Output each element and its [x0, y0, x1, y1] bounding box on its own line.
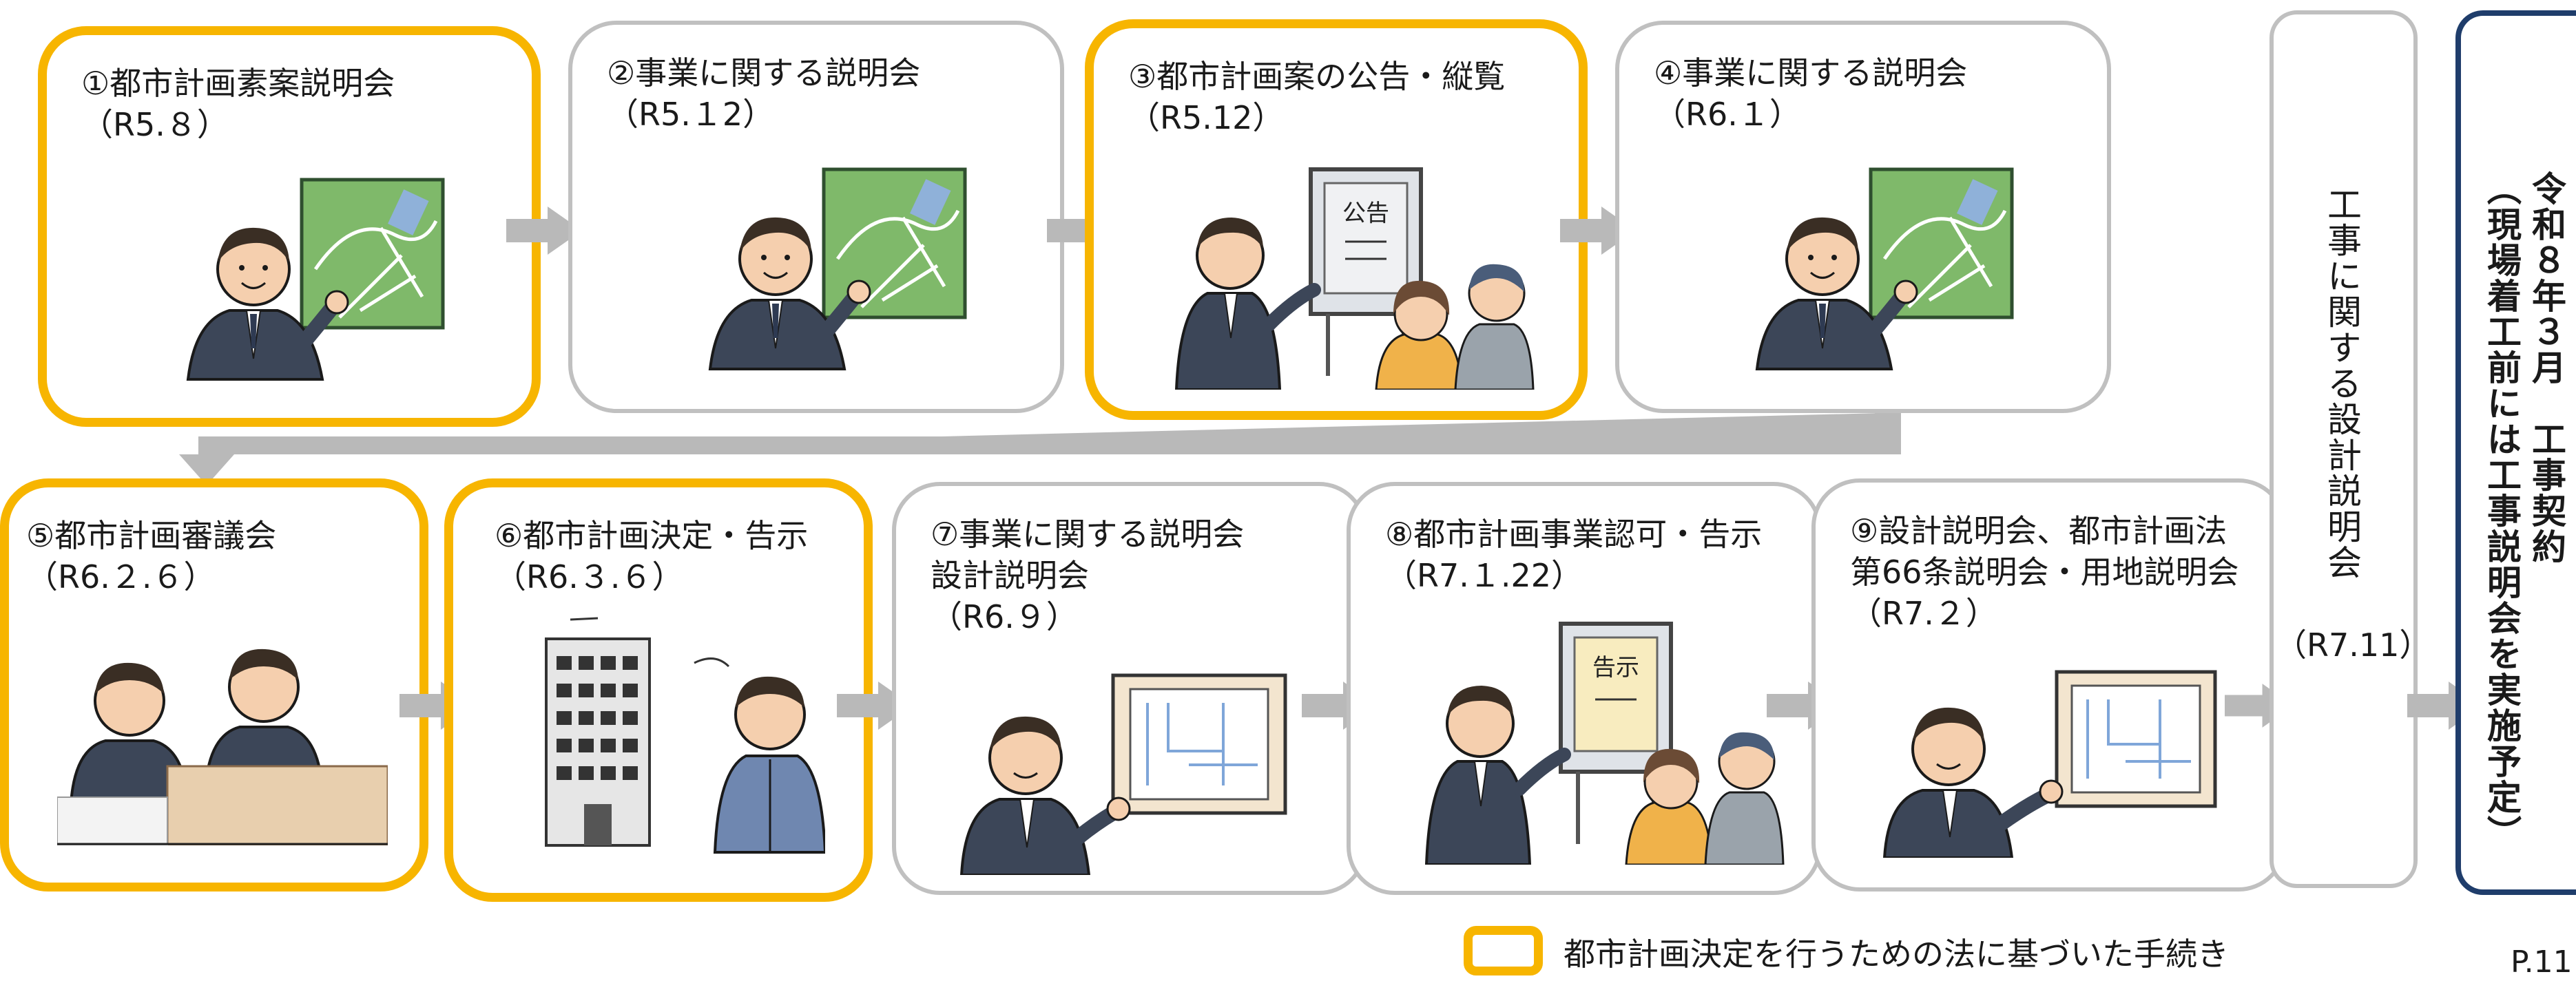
step-title-3: ③都市計画案の公告・縦覧 （R5.12） — [1128, 58, 1506, 136]
page-number: P.11 — [2511, 945, 2573, 980]
step-title-5: ⑤都市計画審議会 （R6.２.６） — [26, 517, 277, 595]
design-meeting-card: 工事に関する設計説明会 （R7.11） — [2269, 10, 2431, 888]
presenter-plan-illustration — [1882, 670, 2217, 858]
notice-board-illustration: 告示 — [1424, 622, 1785, 865]
building-illustration — [545, 617, 825, 854]
step-title-8: ⑧都市計画事業認可・告示 （R7.１.22） — [1385, 516, 1763, 594]
step-card-1: ①都市計画素案説明会 （R5.８） — [38, 26, 541, 427]
step-card-4: ④事業に関する説明会 （R6.１） — [1615, 21, 2111, 413]
notice-sign-text: 公告 — [1342, 200, 1389, 227]
contract-card: 令和８年３月 工事契約 （現場着工前には工事説明会を実施予定） — [2455, 10, 2576, 895]
presenter-map-illustration — [708, 167, 967, 370]
flow-arrow — [506, 207, 582, 255]
step-title-6: ⑥都市計画決定・告示 （R6.３.６） — [495, 517, 809, 595]
step-card-2: ②事業に関する説明会 （R5.１2） — [568, 21, 1064, 413]
step-card-7: ⑦事業に関する説明会 設計説明会 （R6.９） — [892, 482, 1367, 895]
step-title-2: ②事業に関する説明会 （R5.１2） — [607, 54, 921, 133]
legend-label: 都市計画決定を行うための法に基づいた手続き — [1564, 936, 2229, 973]
contract-line2: （現場着工前には工事説明会を実施予定） — [2482, 171, 2522, 851]
step-card-6: ⑥都市計画決定・告示 （R6.３.６） — [444, 478, 873, 902]
step-title-7: ⑦事業に関する説明会 設計説明会 （R6.９） — [931, 516, 1245, 635]
contract-line1: 令和８年３月 工事契約 — [2526, 171, 2566, 565]
step-card-3: ③都市計画案の公告・縦覧 （R5.12） 公告 — [1085, 19, 1588, 420]
step-card-8: ⑧都市計画事業認可・告示 （R7.１.22） 告示 — [1347, 482, 1822, 895]
step-card-5: ⑤都市計画審議会 （R6.２.６） — [0, 478, 428, 892]
step-title-4: ④事業に関する説明会 （R6.１） — [1654, 54, 1968, 133]
step-title-9: ⑨設計説明会、都市計画法 第66条説明会・用地説明会 （R7.２） — [1850, 512, 2239, 632]
presenter-map-illustration — [186, 178, 445, 381]
legend-swatch — [1464, 926, 1543, 975]
notice-board-illustration: 公告 — [1174, 167, 1535, 390]
presenter-map-illustration — [1755, 167, 2014, 370]
notice-sign-text: 告示 — [1592, 654, 1639, 682]
presenter-plan-illustration — [959, 673, 1287, 875]
design-meeting-date: （R7.11） — [2275, 626, 2431, 664]
design-meeting-label: 工事に関する設計説明会 — [2322, 187, 2362, 580]
council-illustration — [57, 648, 388, 845]
step-card-9: ⑨設計説明会、都市計画法 第66条説明会・用地説明会 （R7.２） — [1811, 478, 2287, 892]
step-title-1: ①都市計画素案説明会 （R5.８） — [81, 65, 395, 143]
row-connector-arrow — [179, 413, 1901, 485]
